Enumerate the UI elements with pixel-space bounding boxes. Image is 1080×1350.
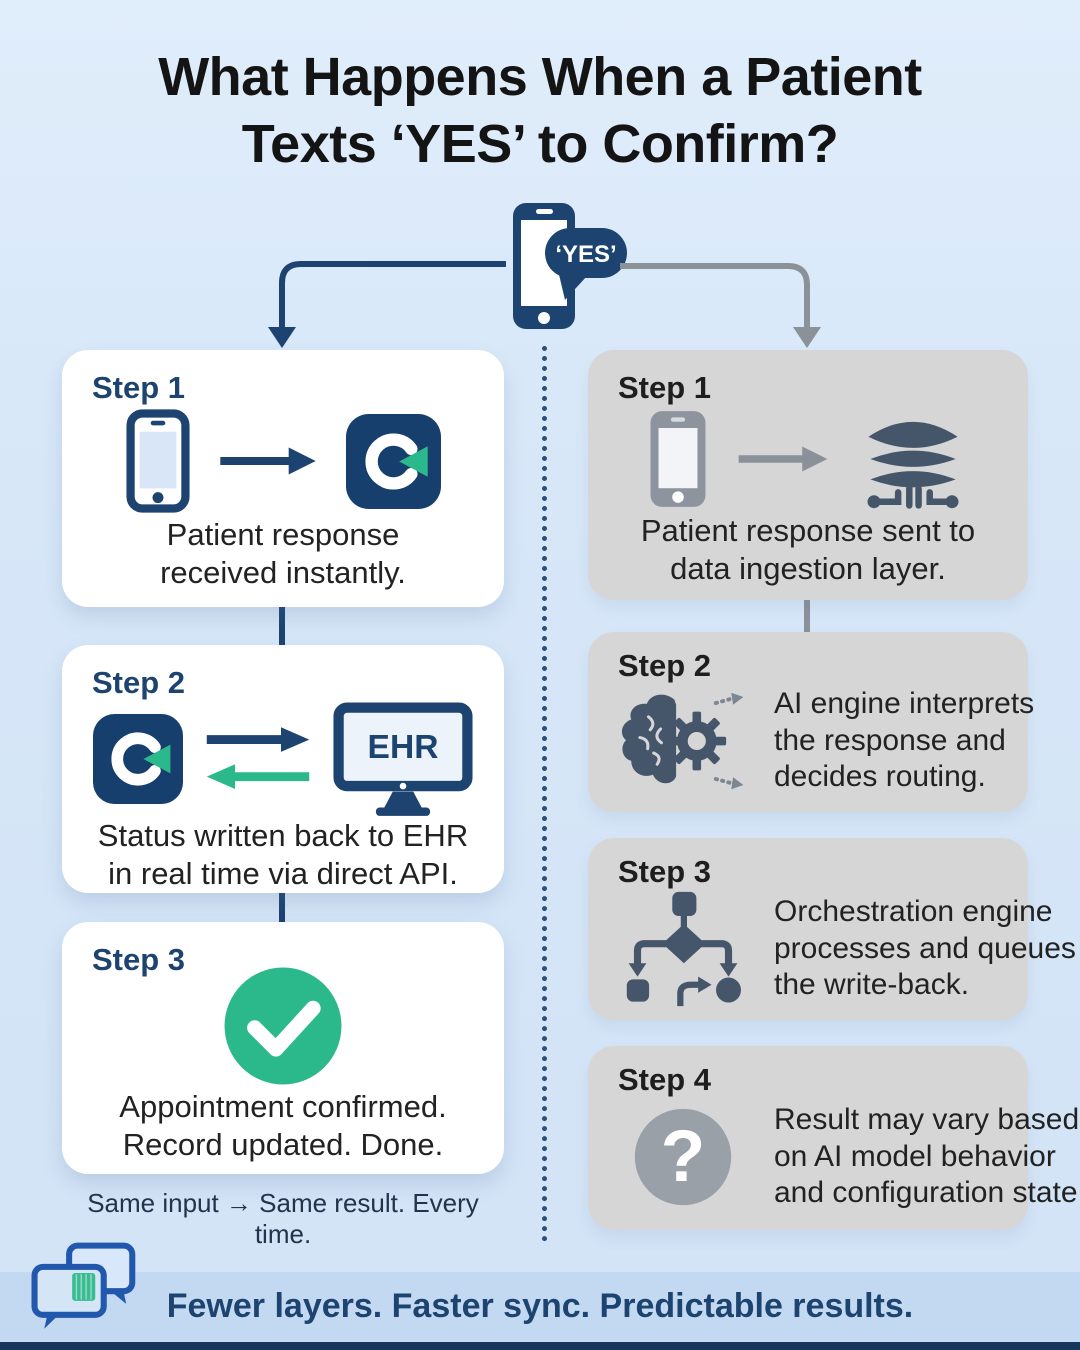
footer-tagline: Fewer layers. Faster sync. Predictable r… bbox=[166, 1287, 914, 1325]
step2-icon-row: EHR bbox=[62, 701, 504, 817]
svg-text:?: ? bbox=[661, 1116, 706, 1197]
ehr-monitor-icon: EHR bbox=[333, 702, 473, 816]
step-label: Step 2 bbox=[618, 648, 712, 683]
question-circle-icon: ? bbox=[634, 1108, 732, 1206]
step-label: Step 2 bbox=[92, 665, 186, 700]
right-step2-card: Step 2 bbox=[588, 632, 1034, 812]
column-divider bbox=[542, 346, 547, 1242]
check-circle-icon bbox=[224, 967, 342, 1085]
smartphone-yes-bubble-icon: ‘YES’ bbox=[513, 203, 627, 329]
right-step1-card: Step 1 Pa bbox=[588, 350, 1028, 600]
step-label: Step 3 bbox=[618, 854, 712, 889]
app-logo-icon bbox=[93, 714, 183, 804]
step-label: Step 3 bbox=[92, 942, 186, 977]
app-logo-icon bbox=[345, 413, 441, 509]
step4-content-row: ? Result may vary based on AI model beha… bbox=[588, 1098, 1080, 1230]
icon-box bbox=[614, 685, 752, 797]
step2-content-row: AI engine interprets the response and de… bbox=[588, 684, 1034, 812]
icon-box bbox=[614, 890, 752, 1008]
step3-content-row: Orchestration engine processes and queue… bbox=[588, 890, 1076, 1022]
step-text: Appointment confirmed. Record updated. D… bbox=[119, 1089, 447, 1162]
step3-icon-row bbox=[62, 964, 504, 1088]
page-title: What Happens When a Patient Texts ‘YES’ … bbox=[158, 47, 922, 174]
left-step2-card: Step 2 EHR Status written back to EHR bbox=[62, 645, 504, 893]
bottom-strip bbox=[0, 1342, 1080, 1350]
left-column-caption: Same input → Same result. Every time. bbox=[87, 1188, 479, 1249]
step-text: Orchestration engine processes and queue… bbox=[774, 895, 1076, 1002]
yes-bubble-text: ‘YES’ bbox=[555, 241, 616, 268]
step-text: Patient response received instantly. bbox=[160, 517, 406, 590]
smartphone-icon bbox=[650, 411, 706, 507]
step-text: Patient response sent to data ingestion … bbox=[640, 513, 976, 586]
footer-band bbox=[0, 1272, 1080, 1342]
left-step3-card: Step 3 Appointment confirmed. Record upd… bbox=[62, 922, 504, 1174]
step-label: Step 1 bbox=[618, 370, 712, 405]
step-label: Step 4 bbox=[618, 1062, 712, 1097]
sync-arrows-icon bbox=[206, 727, 310, 790]
icon-box: ? bbox=[614, 1103, 752, 1211]
right-step4-card: Step 4 ? Result may vary based on AI mod… bbox=[588, 1046, 1080, 1230]
step-label: Step 1 bbox=[92, 370, 186, 405]
brain-gear-icon bbox=[621, 692, 744, 790]
right-step3-card: Step 3 Orchestration engine processe bbox=[588, 838, 1076, 1022]
data-layers-icon bbox=[867, 421, 959, 509]
smartphone-icon bbox=[125, 409, 190, 513]
chat-bubbles-icon bbox=[31, 1242, 136, 1329]
arrow-right-icon bbox=[219, 447, 316, 475]
ehr-label: EHR bbox=[368, 729, 439, 766]
step1-icon-row bbox=[588, 406, 1028, 512]
step-text: Status written back to EHR in real time … bbox=[97, 818, 469, 891]
left-step1-card: Step 1 Patient response received instant… bbox=[62, 350, 504, 607]
step-text: AI engine interprets the response and de… bbox=[774, 687, 1035, 794]
arrow-right-icon bbox=[738, 446, 828, 472]
step-text: Result may vary based on AI model behavi… bbox=[774, 1103, 1080, 1210]
step1-icon-row bbox=[62, 406, 504, 516]
orchestration-flow-icon bbox=[626, 891, 741, 1007]
